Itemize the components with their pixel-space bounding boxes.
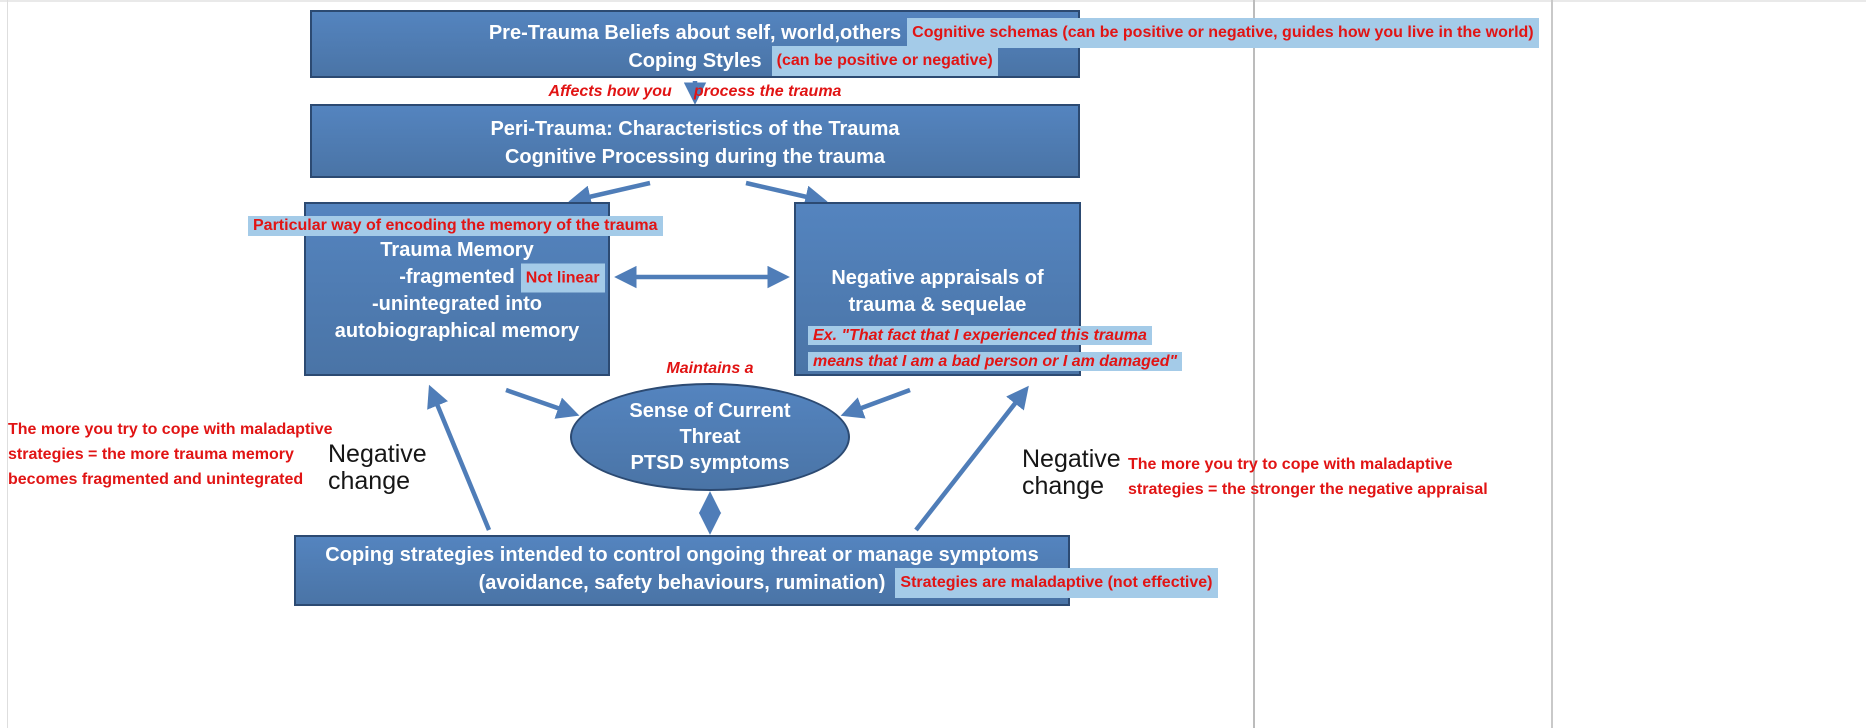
affects-label-right: process the trauma — [693, 83, 842, 100]
coping-line2-wrap: (avoidance, safety behaviours, ruminatio… — [478, 568, 1218, 598]
coping-styles-text: Coping Styles — [628, 50, 762, 72]
appraisal-example-line1: Ex. "That fact that I experienced this t… — [808, 326, 1152, 345]
maintains-label: Maintains a — [666, 360, 754, 377]
negative-change-left-line1: Negative — [328, 440, 427, 468]
fragmented-text: -fragmented — [399, 266, 515, 288]
pre-trauma-box: Pre-Trauma Beliefs about self, world,oth… — [310, 10, 1539, 78]
appraisal-example-annotation: Ex. "That fact that I experienced this t… — [808, 321, 1183, 373]
affects-label: Affects how you process the trauma — [400, 81, 990, 103]
pre-trauma-line1-text: Pre-Trauma Beliefs about self, world,oth… — [488, 22, 902, 44]
left-note-line2: strategies = the more trauma memory — [8, 446, 294, 463]
maladaptive-coping-right-note: The more you try to cope with maladaptiv… — [1128, 452, 1488, 502]
threat-line2: Threat — [679, 426, 741, 448]
appraisal-example-line2-row: means that I am a bad person or I am dam… — [808, 347, 1183, 373]
right-note-line2: strategies = the stronger the negative a… — [1128, 481, 1488, 498]
fragmented-wrap: -fragmented Not linear — [399, 263, 605, 292]
affects-label-left: Affects how you — [548, 83, 672, 100]
pre-trauma-line1-wrap: Pre-Trauma Beliefs about self, world,oth… — [488, 18, 1539, 48]
pre-trauma-line2: Coping Styles (can be positive or negati… — [312, 46, 1078, 76]
arrow-peritrauma-to-negative-appraisals — [745, 180, 828, 208]
maladaptive-coping-left-note: The more you try to cope with maladaptiv… — [8, 417, 333, 492]
negative-change-right-line1: Negative — [1022, 445, 1121, 473]
arrow-peritrauma-to-trauma-memory — [568, 180, 651, 208]
negative-appraisals-box: Negative appraisals of trauma & sequelae… — [794, 202, 1183, 376]
negative-appraisals-line1: Negative appraisals of — [831, 267, 1044, 289]
peri-trauma-line1: Peri-Trauma: Characteristics of the Trau… — [490, 118, 900, 140]
threat-line3: PTSD symptoms — [630, 452, 790, 474]
left-note-line3: becomes fragmented and unintegrated — [8, 471, 304, 488]
page-divider-line-2 — [1551, 0, 1553, 728]
trauma-memory-line3: -unintegrated into — [372, 293, 542, 315]
current-threat-ellipse: Sense of Current Threat PTSD symptoms — [570, 383, 850, 491]
not-linear-annotation: Not linear — [520, 263, 605, 292]
negative-change-left-line2: change — [328, 467, 411, 495]
coping-line1: Coping strategies intended to control on… — [325, 544, 1039, 566]
arrow-negative-appraisals-to-threat — [840, 387, 911, 419]
appraisal-example-line1-row: Ex. "That fact that I experienced this t… — [808, 321, 1182, 347]
left-note-line1: The more you try to cope with maladaptiv… — [8, 421, 333, 438]
right-note-line1: The more you try to cope with maladaptiv… — [1128, 456, 1453, 473]
peri-trauma-box: Peri-Trauma: Characteristics of the Trau… — [310, 104, 1080, 178]
arrow-coping-to-trauma-memory — [427, 384, 492, 531]
appraisal-example-line2: means that I am a bad person or I am dam… — [808, 352, 1183, 371]
trauma-memory-box: Particular way of encoding the memory of… — [248, 202, 663, 376]
peri-trauma-line2: Cognitive Processing during the trauma — [504, 146, 886, 168]
encoding-annotation: Particular way of encoding the memory of… — [248, 216, 663, 236]
negative-appraisals-line2: trauma & sequelae — [848, 294, 1027, 316]
coping-line2-text: (avoidance, safety behaviours, ruminatio… — [478, 572, 886, 594]
trauma-memory-line1: Trauma Memory — [380, 239, 534, 261]
page-top-border — [0, 0, 1866, 2]
strategies-annotation: Strategies are maladaptive (not effectiv… — [895, 568, 1218, 598]
coping-line2: (avoidance, safety behaviours, ruminatio… — [296, 568, 1218, 598]
coping-styles-annotation: (can be positive or negative) — [771, 46, 998, 76]
negative-change-left-label: Negative change — [328, 441, 427, 495]
trauma-memory-line4: autobiographical memory — [334, 320, 580, 342]
page-divider-line-1 — [1253, 0, 1255, 728]
arrow-coping-to-negative-appraisals — [914, 385, 1029, 532]
negative-change-right-line2: change — [1022, 472, 1105, 500]
threat-line1: Sense of Current — [629, 400, 791, 422]
arrow-trauma-memory-to-threat — [505, 387, 580, 419]
negative-change-right-label: Negative change — [1022, 446, 1121, 500]
trauma-memory-line2: -fragmented Not linear — [306, 263, 608, 292]
pre-trauma-line1: Pre-Trauma Beliefs about self, world,oth… — [312, 18, 1539, 48]
pre-trauma-line2-wrap: Coping Styles (can be positive or negati… — [628, 46, 998, 76]
coping-strategies-box: Coping strategies intended to control on… — [294, 535, 1218, 606]
cognitive-schemas-annotation: Cognitive schemas (can be positive or ne… — [907, 18, 1539, 48]
page-left-border — [7, 0, 8, 728]
